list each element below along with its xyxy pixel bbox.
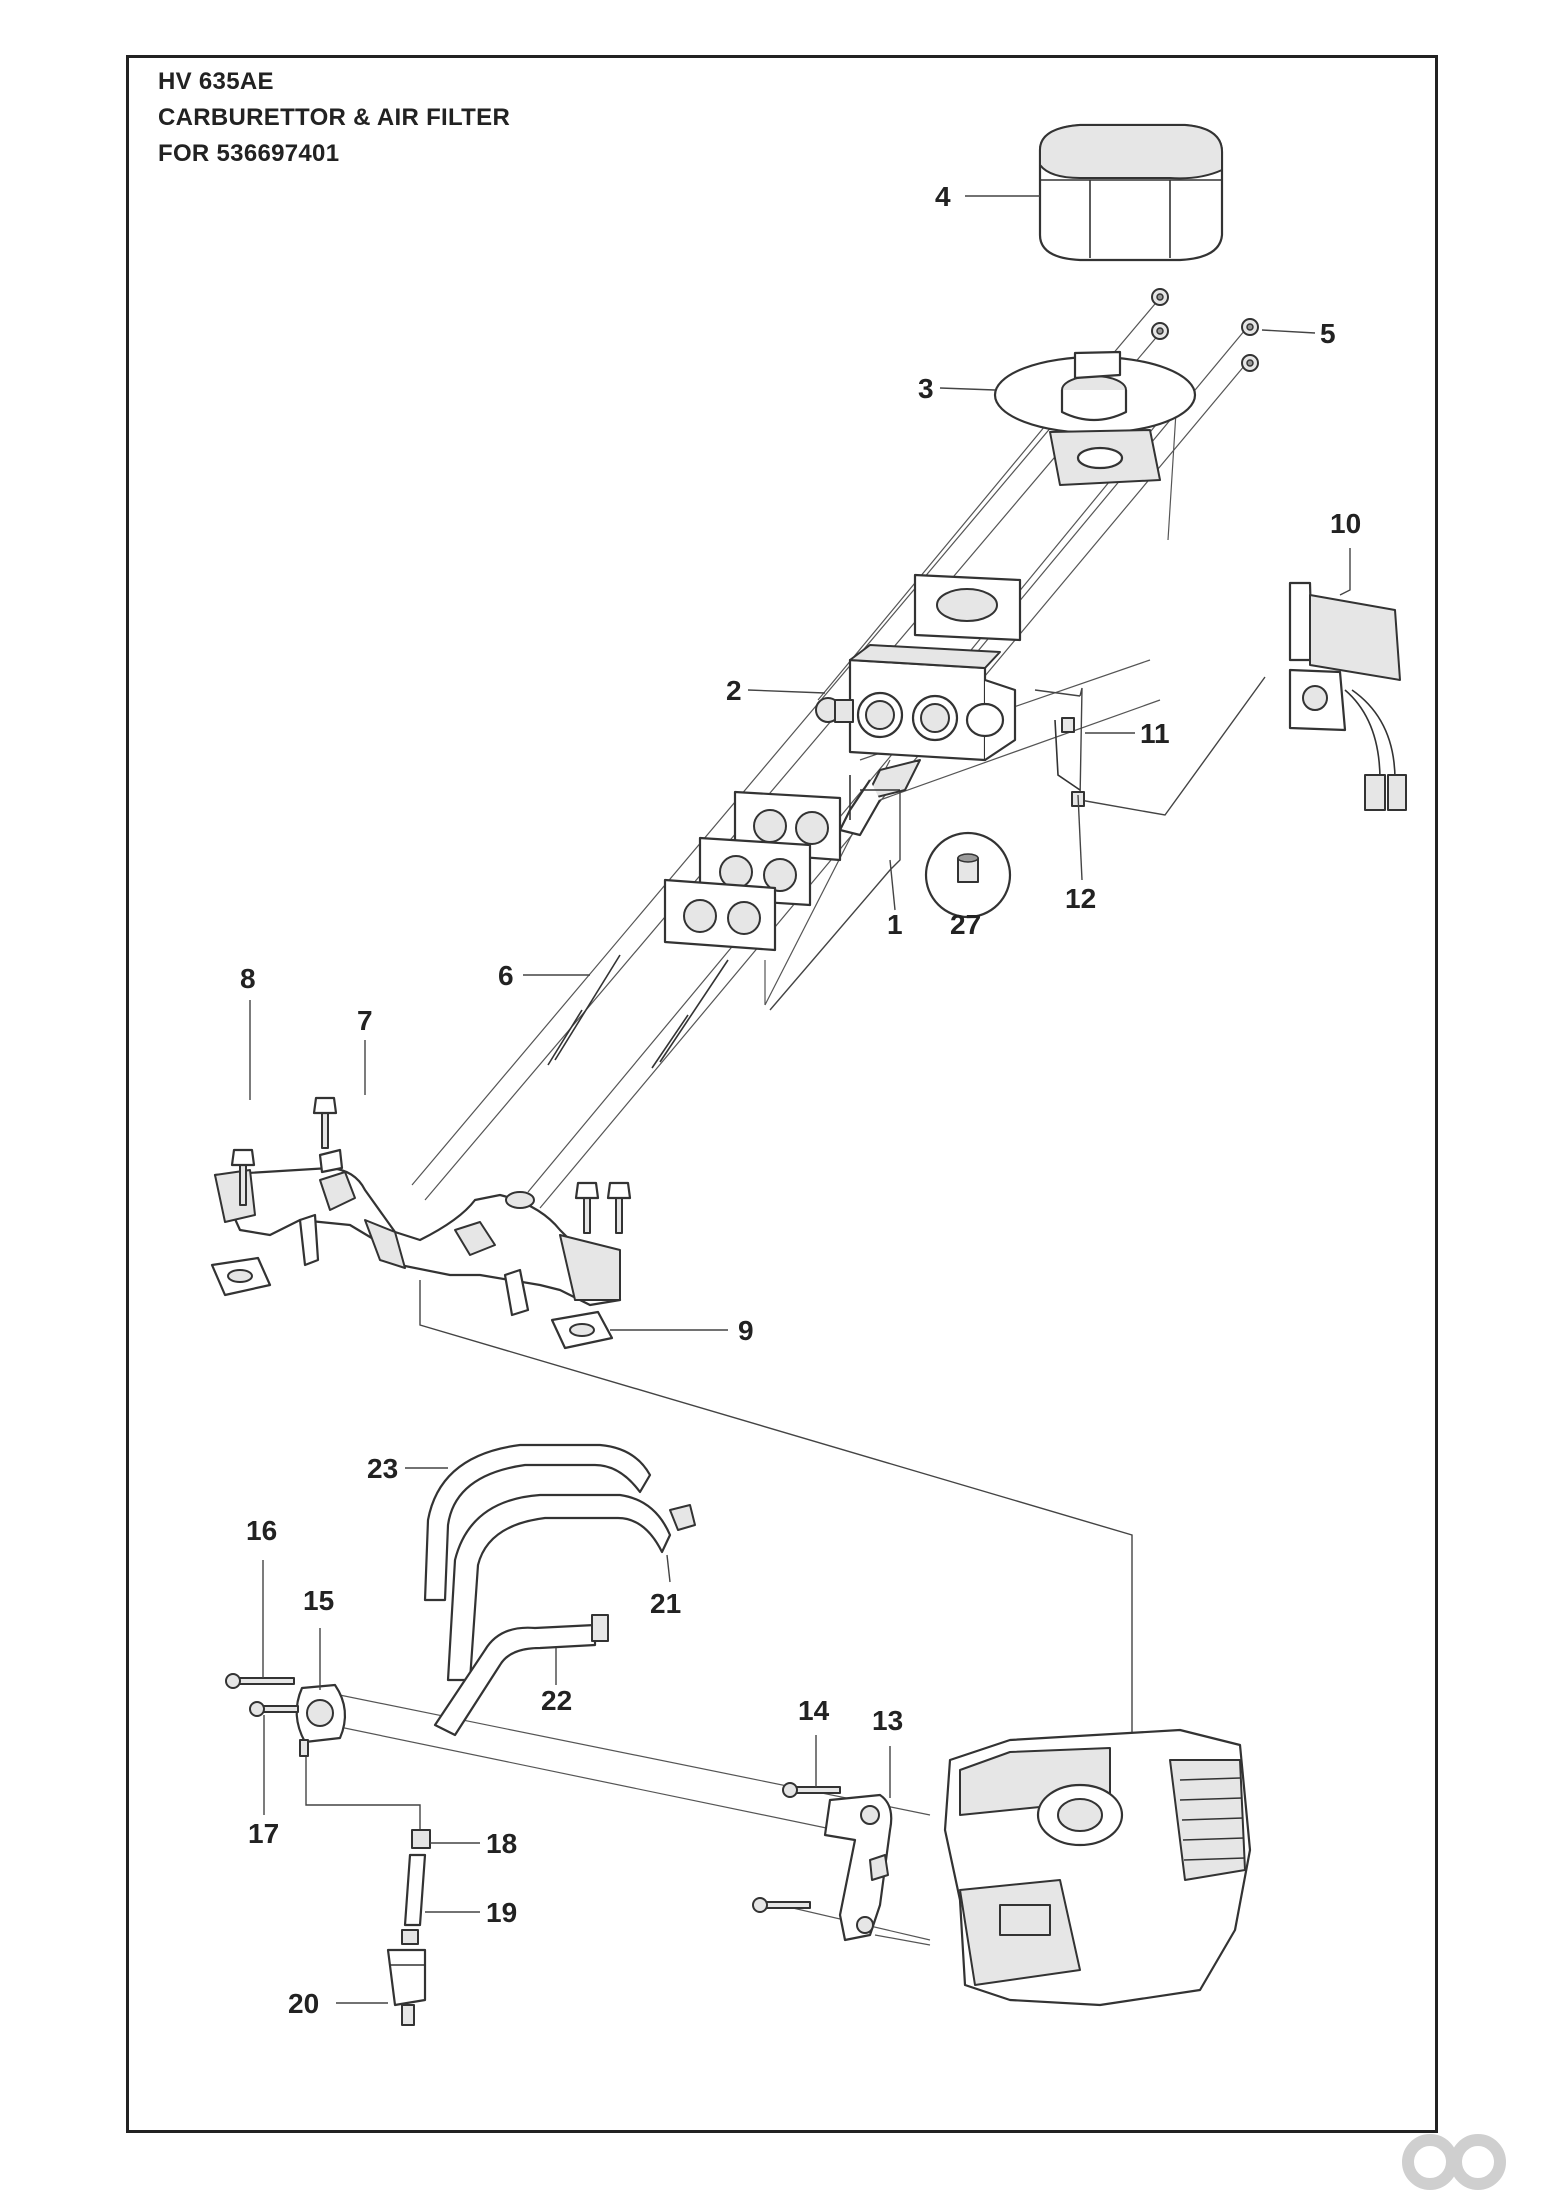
callout-10: 10 bbox=[1330, 508, 1361, 539]
callout-6: 6 bbox=[498, 960, 514, 991]
carb-top-gasket bbox=[913, 573, 1022, 642]
detail-circle-27 bbox=[924, 831, 1012, 919]
callout-20: 20 bbox=[288, 1988, 319, 2019]
manifold-gaskets bbox=[210, 1256, 614, 1350]
linkage-rod bbox=[1054, 717, 1085, 807]
callout-12: 12 bbox=[1065, 883, 1096, 914]
callout-18: 18 bbox=[486, 1828, 517, 1859]
fuel-hose-22 bbox=[433, 1614, 609, 1737]
callout-13: 13 bbox=[872, 1705, 903, 1736]
bracket bbox=[823, 1793, 893, 1942]
callout-1: 1 bbox=[887, 909, 903, 940]
callout-9: 9 bbox=[738, 1315, 754, 1346]
manifold-bolts bbox=[230, 1096, 632, 1234]
callout-3: 3 bbox=[918, 373, 934, 404]
watermark-logo bbox=[1402, 2134, 1506, 2190]
callout-7: 7 bbox=[357, 1005, 373, 1036]
model-title: HV 635AE bbox=[158, 68, 274, 95]
fuel-hoses bbox=[423, 1443, 696, 1682]
fuel-solenoid bbox=[1288, 581, 1407, 811]
diagram-frame bbox=[126, 55, 1438, 2133]
callout-15: 15 bbox=[303, 1585, 334, 1616]
callout-labels: 4 5 3 10 2 11 27 1 12 8 7 6 9 23 16 21 1… bbox=[240, 181, 1361, 2019]
leader-lines bbox=[249, 195, 1351, 2004]
fuel-filter-line bbox=[386, 1829, 431, 2026]
nuts bbox=[1151, 288, 1259, 372]
pump-bolts bbox=[225, 1673, 299, 1717]
air-filter-element bbox=[1038, 123, 1224, 262]
callout-5: 5 bbox=[1320, 318, 1336, 349]
callout-14: 14 bbox=[798, 1695, 830, 1726]
assembly-guide-lines bbox=[305, 297, 1266, 1946]
engine-block bbox=[943, 1728, 1252, 2007]
callout-23: 23 bbox=[367, 1453, 398, 1484]
callout-17: 17 bbox=[248, 1818, 279, 1849]
intake-gaskets bbox=[663, 790, 842, 952]
air-cleaner-base bbox=[993, 350, 1197, 486]
callout-8: 8 bbox=[240, 963, 256, 994]
callout-21: 21 bbox=[650, 1588, 681, 1619]
callout-11: 11 bbox=[1140, 718, 1170, 749]
fuel-pump bbox=[295, 1683, 347, 1757]
bracket-bolts bbox=[752, 1782, 841, 1913]
carburettor bbox=[815, 644, 1017, 837]
studs bbox=[547, 954, 729, 1069]
callout-19: 19 bbox=[486, 1897, 517, 1928]
callout-27: 27 bbox=[950, 909, 981, 940]
callout-16: 16 bbox=[246, 1515, 277, 1546]
section-title: CARBURETTOR & AIR FILTER bbox=[158, 104, 511, 131]
callout-2: 2 bbox=[726, 675, 742, 706]
callout-22: 22 bbox=[541, 1685, 572, 1716]
callout-4: 4 bbox=[935, 181, 951, 212]
part-number-title: FOR 536697401 bbox=[158, 140, 340, 167]
intake-manifold bbox=[213, 1148, 622, 1317]
